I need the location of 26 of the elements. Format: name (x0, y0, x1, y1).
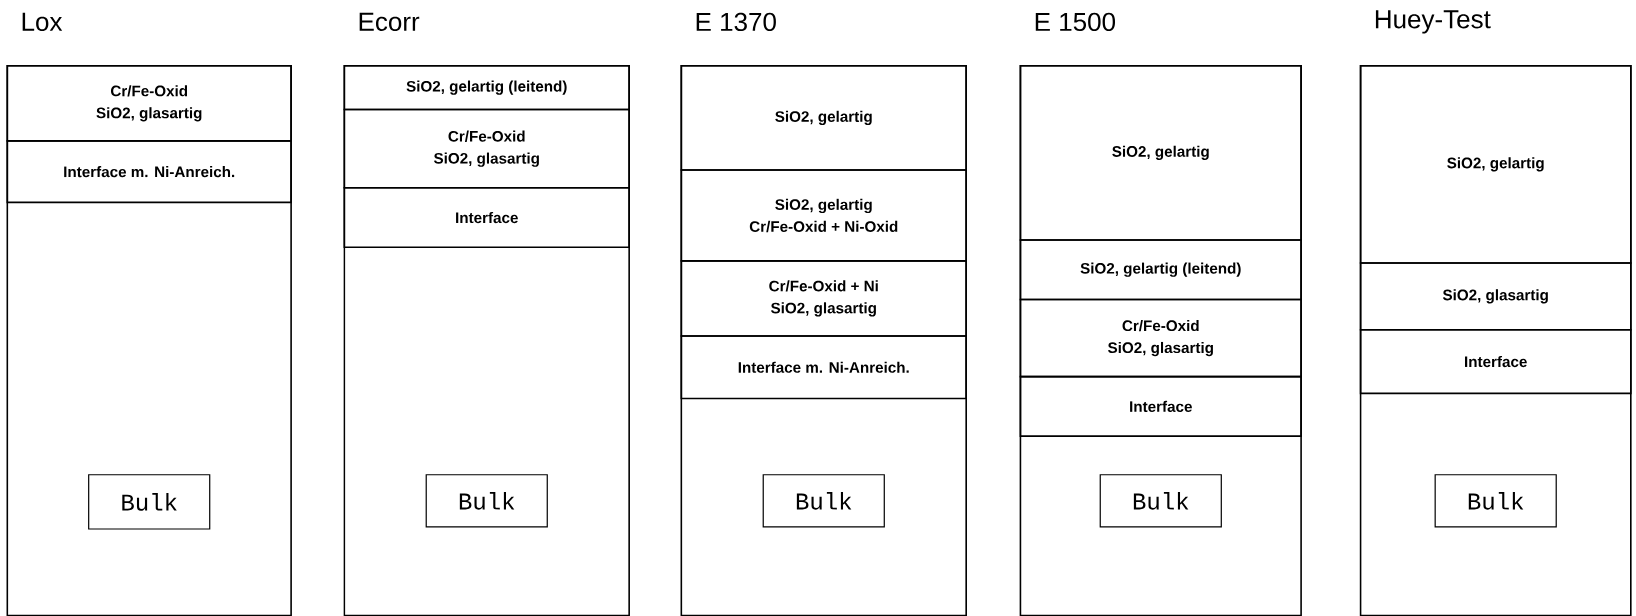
layer-box: SiO2, gelartig (1359, 64, 1632, 264)
layer-box: Cr/Fe-Oxid + Ni SiO2, glasartig (680, 260, 967, 337)
bulk-box: Bulk (1099, 474, 1222, 528)
layer-box: Interface (1359, 328, 1632, 395)
bulk-box: Bulk (88, 474, 211, 530)
layer-box: SiO2, gelartig (1019, 64, 1302, 241)
bulk-box: Bulk (762, 474, 885, 528)
column-heading: Lox (22, 12, 63, 31)
layer-box: SiO2, gelartig (leitend) (343, 64, 630, 111)
layer-box: Interface (1019, 375, 1302, 437)
bulk-box: Bulk (425, 474, 548, 528)
layer-box: SiO2, glasartig (1359, 262, 1632, 331)
layer-box: SiO2, gelartig (leitend) (1019, 239, 1302, 301)
layer-box: Interface m. Ni-Anreich. (6, 140, 292, 204)
column-heading: Ecorr (359, 12, 420, 31)
column-heading: Huey-Test (1375, 10, 1491, 34)
column-heading: E 1500 (1035, 12, 1116, 32)
bulk-box: Bulk (1434, 474, 1557, 528)
column-heading: E 1370 (696, 12, 776, 32)
layer-box: Interface m. Ni-Anreich. (680, 335, 967, 400)
layer-box: SiO2, gelartig (680, 64, 967, 171)
layer-box: Interface (343, 187, 630, 249)
layer-box: Cr/Fe-Oxid SiO2, glasartig (343, 108, 630, 189)
layer-box: Cr/Fe-Oxid SiO2, glasartig (1019, 298, 1302, 378)
layer-box: Cr/Fe-Oxid SiO2, glasartig (6, 64, 292, 142)
layer-box: SiO2, gelartig Cr/Fe-Oxid + Ni-Oxid (680, 169, 967, 262)
